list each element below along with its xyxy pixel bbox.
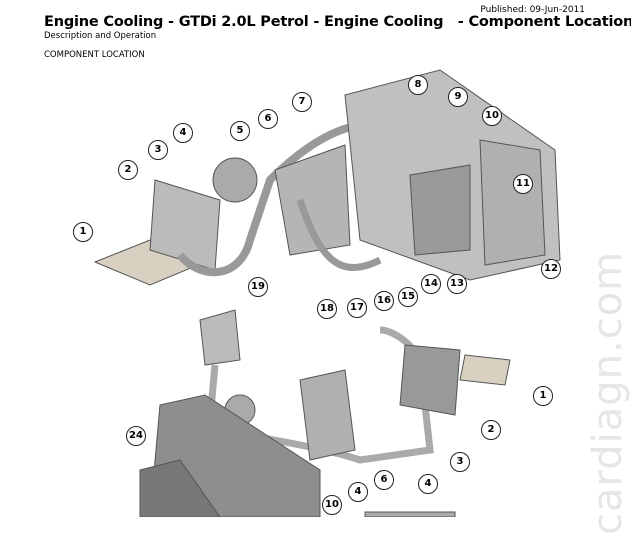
callout: 4 xyxy=(348,482,368,502)
callout: 3 xyxy=(450,452,470,472)
callout: 7 xyxy=(292,92,312,112)
callout: 14 xyxy=(421,274,441,294)
callout: 24 xyxy=(126,426,146,446)
coolant-pump xyxy=(212,157,258,203)
callout: 2 xyxy=(118,160,138,180)
callout: 4 xyxy=(173,123,193,143)
component-location-illustration xyxy=(93,69,561,517)
published-date: Published: 09-Jun-2011 xyxy=(480,5,585,15)
callout: 5 xyxy=(230,121,250,141)
callout: 16 xyxy=(374,291,394,311)
callout: 2 xyxy=(481,420,501,440)
callout: 1 xyxy=(533,386,553,406)
fan-shroud xyxy=(139,459,221,517)
heater-core-small-lower xyxy=(459,354,511,386)
callout: 11 xyxy=(513,174,533,194)
callout: 6 xyxy=(258,109,278,129)
page-title: Engine Cooling - GTDi 2.0L Petrol - Engi… xyxy=(44,14,631,30)
section-heading: COMPONENT LOCATION xyxy=(44,50,145,60)
coolant-hose xyxy=(176,121,361,277)
radiator-top xyxy=(479,139,546,266)
callout: 15 xyxy=(398,287,418,307)
callout: 1 xyxy=(73,222,93,242)
heater-core-lower xyxy=(399,344,461,416)
expansion-tank xyxy=(199,309,241,366)
callout: 18 xyxy=(317,299,337,319)
callout: 10 xyxy=(322,495,342,515)
exhaust-manifold xyxy=(274,144,351,256)
callout: 8 xyxy=(408,75,428,95)
callout: 4 xyxy=(418,474,438,494)
watermark: cardiagn.com xyxy=(585,250,631,535)
callout: 6 xyxy=(374,470,394,490)
inset-frame xyxy=(364,511,456,517)
callout: 3 xyxy=(148,140,168,160)
callout: 12 xyxy=(541,259,561,279)
callout: 10 xyxy=(482,106,502,126)
callout: 13 xyxy=(447,274,467,294)
page-subtitle: Description and Operation xyxy=(44,31,157,41)
callout: 19 xyxy=(248,277,268,297)
thermostat-housing xyxy=(409,164,471,256)
callout: 9 xyxy=(448,87,468,107)
callout: 17 xyxy=(347,298,367,318)
exhaust-manifold-lower xyxy=(299,369,356,461)
coolant-hose xyxy=(296,198,382,271)
